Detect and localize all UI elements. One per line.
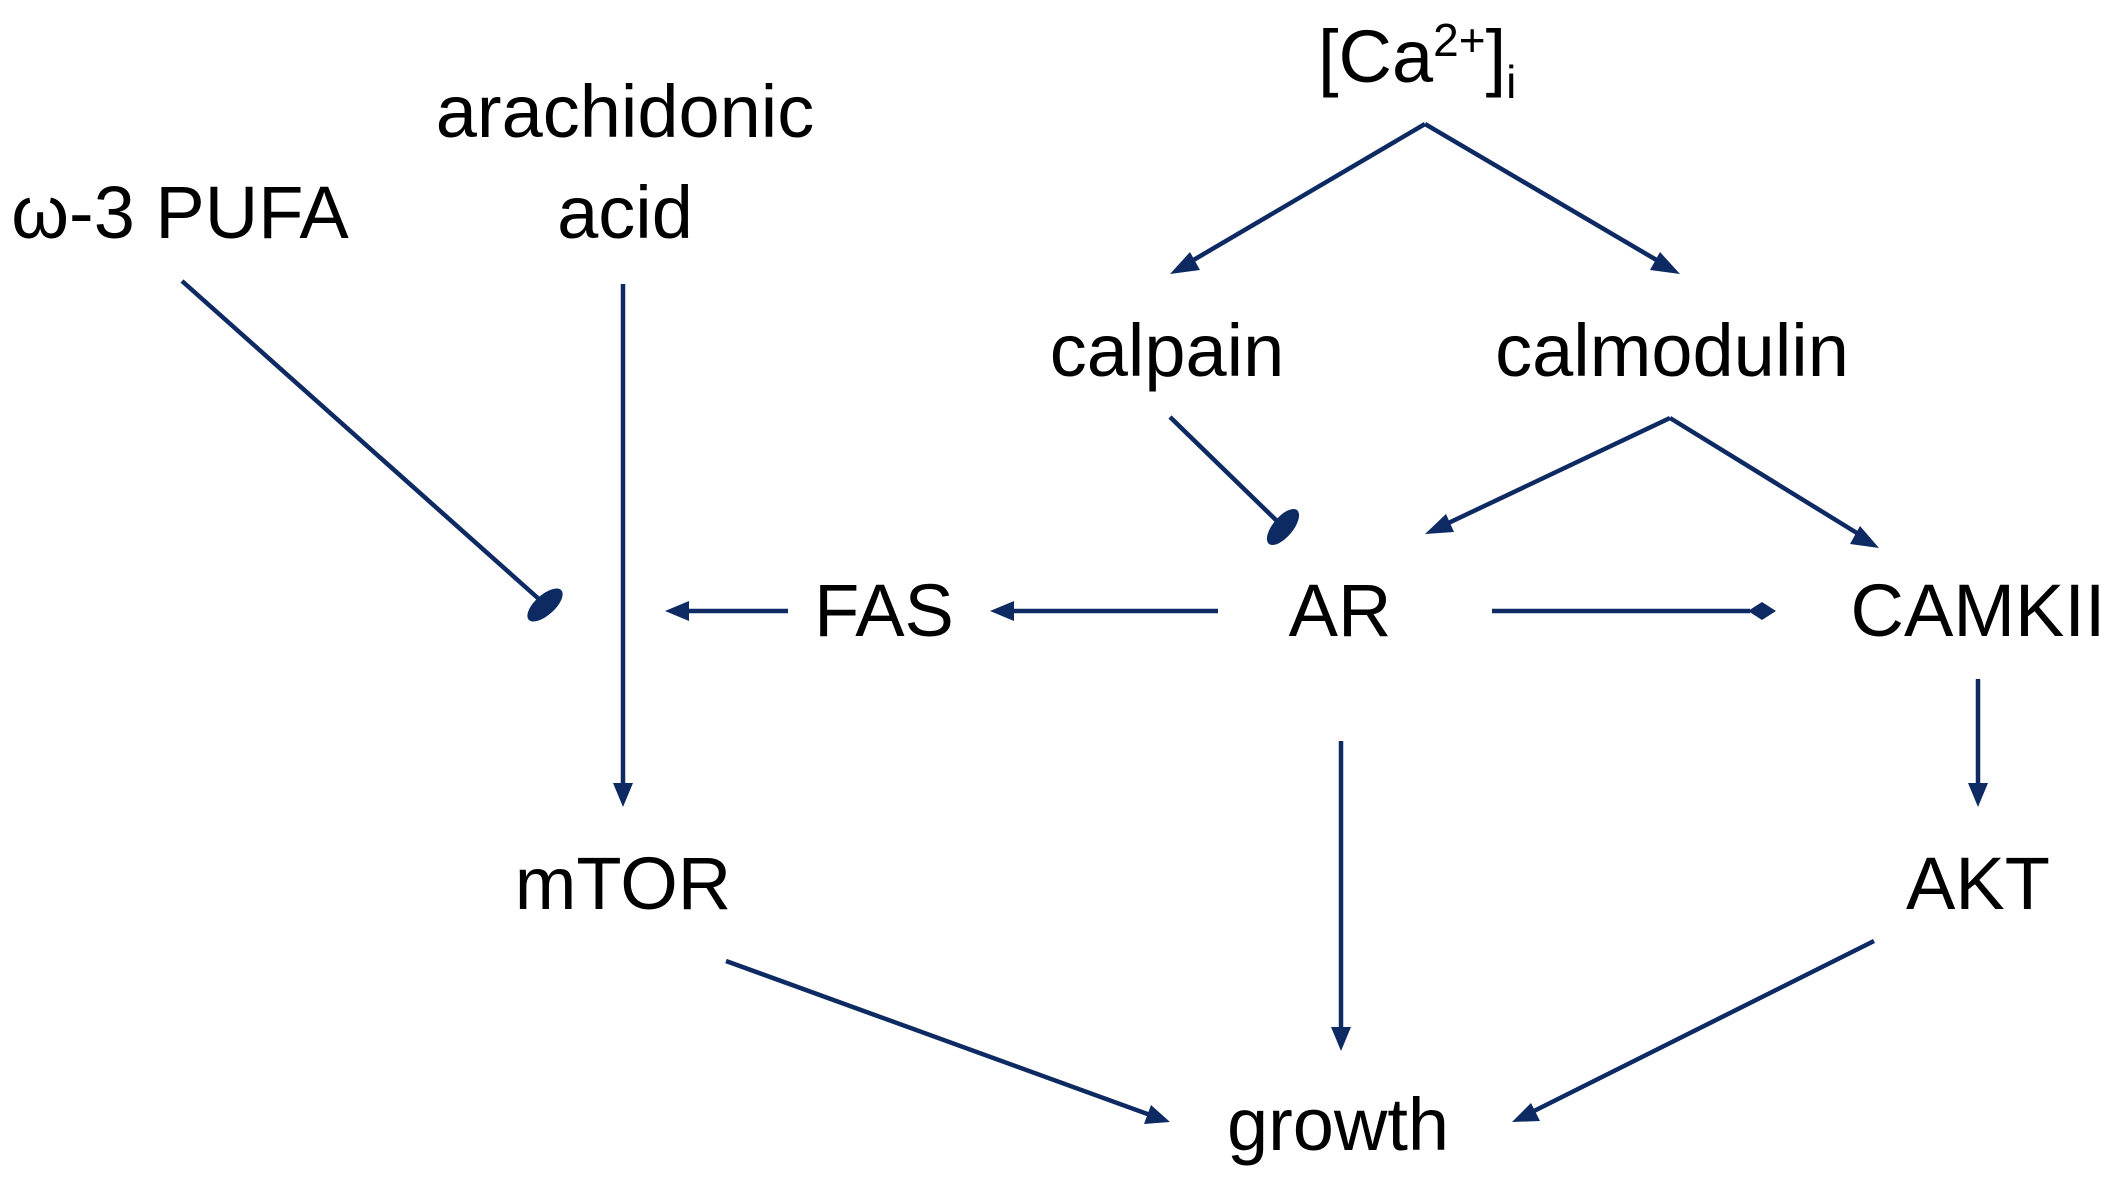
node-growth: growth [1227,1083,1449,1166]
edge-calmodulin-ar [1439,415,1671,530]
arrowhead-growth-akt [1512,1103,1540,1122]
edge-ca-calmodulin [1423,122,1667,267]
arrowhead-fas-mtor [665,601,689,621]
arrowhead-camkii [1850,526,1879,548]
node-arachidonic-line1: arachidonic [436,70,814,153]
node-calpain: calpain [1050,309,1285,392]
edge-akt-growth [1526,938,1876,1117]
node-calmodulin: calmodulin [1495,309,1849,392]
arrowhead-growth-mtor [1144,1105,1170,1124]
node-ar: AR [1289,569,1392,652]
edges [180,122,1988,1124]
arrowhead-growth-ar [1331,1027,1351,1051]
arrowhead-calpain [1170,252,1200,274]
arrowhead-ar [1425,514,1454,534]
edge-mtor-growth [725,958,1154,1119]
edge-ca-calpain [1183,122,1427,267]
arrowhead-calmodulin [1650,252,1680,274]
node-omega3-pufa: ω-3 PUFA [11,171,349,254]
calcium-subscript: i [1506,56,1516,108]
nodes: [Ca2+]i calpain calmodulin arachidonic a… [11,14,2105,1166]
diamond-camkii [1748,602,1776,620]
node-calcium: [Ca2+]i [1318,14,1516,108]
edge-calpain-ar [1168,415,1280,524]
edge-omega3-mtor [180,279,542,602]
calcium-bracket-close: ] [1486,15,1507,98]
node-akt: AKT [1906,842,2050,925]
inhibition-cap-ar [1266,508,1300,546]
node-arachidonic-line2: acid [557,171,693,254]
arrowhead-mtor [613,783,633,807]
node-mtor: mTOR [515,842,732,925]
calcium-superscript: 2+ [1433,14,1485,66]
arrowhead-fas [990,601,1014,621]
arrowhead-akt [1968,783,1988,807]
inhibition-cap-mtor [527,588,563,622]
calcium-bracket-open: [Ca [1318,15,1434,98]
node-camkii: CAMKII [1851,569,2106,652]
node-fas: FAS [814,569,954,652]
edge-calmodulin-camkii [1668,416,1867,540]
